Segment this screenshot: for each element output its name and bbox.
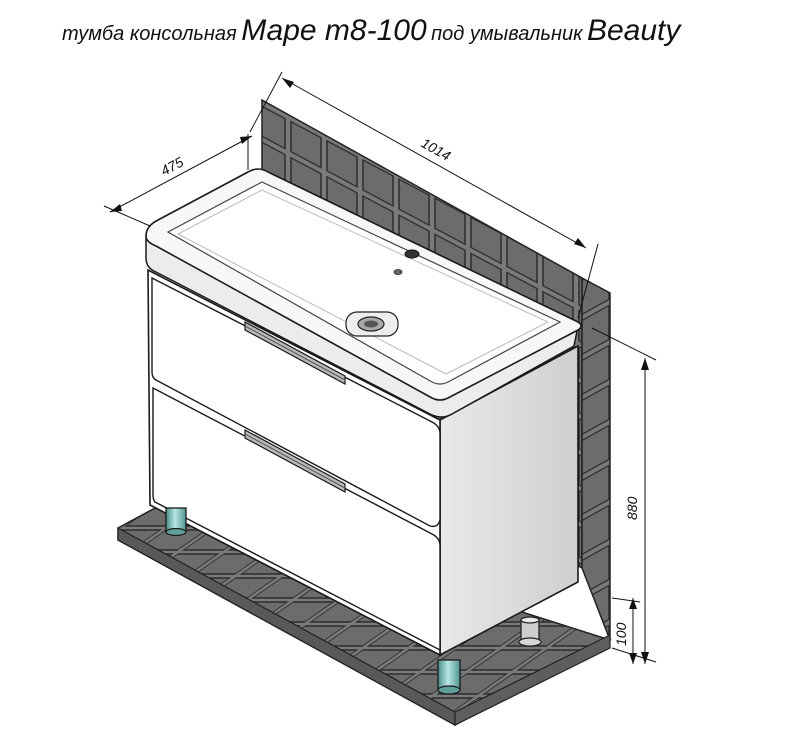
dimension-height-label: 880	[624, 496, 640, 520]
faucet-hole	[404, 249, 420, 259]
washbasin	[145, 168, 582, 418]
title-part-purpose: под умывальник	[431, 23, 583, 45]
lower-drawer	[152, 386, 441, 652]
title-part-type: тумба консольная	[62, 23, 237, 45]
front-legs	[165, 507, 461, 695]
title-part-sink: Beauty	[586, 14, 681, 47]
drain-pipe	[518, 616, 542, 647]
cabinet-front	[147, 268, 441, 657]
lower-drawer-handle	[244, 428, 346, 494]
drain-plug	[345, 311, 399, 337]
title-part-model: Маре т8-100	[241, 14, 427, 47]
drawing-title: тумба консольная Маре т8-100 под умываль…	[62, 14, 680, 48]
upper-drawer	[151, 276, 441, 528]
dimension-arrows	[110, 78, 649, 664]
overflow-hole	[393, 269, 403, 275]
dimension-depth-label: 475	[158, 153, 186, 178]
dimension-width-label: 1014	[419, 135, 454, 164]
upper-drawer-handle	[244, 320, 346, 386]
dimension-leg-label: 100	[613, 622, 629, 646]
